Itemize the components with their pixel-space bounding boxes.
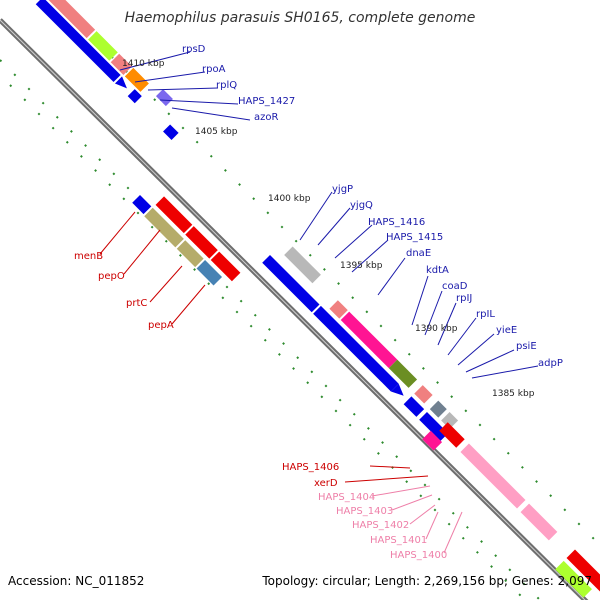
- dotted-ring-outer: [9, 0, 600, 600]
- gene-label: prtC: [126, 298, 147, 309]
- scale-label: 1410 kbp: [122, 59, 165, 69]
- feature-cluster-bottom: [422, 422, 600, 600]
- scale-labels: 1410 kbp 1405 kbp 1400 kbp 1395 kbp 1390…: [122, 59, 535, 399]
- gene-labels-middle: yjgP yjgQ HAPS_1416 HAPS_1415 dnaE kdtA …: [332, 184, 563, 369]
- gene-label: kdtA: [426, 265, 449, 276]
- gene-label: pepO: [98, 271, 125, 282]
- gene-label: HAPS_1402: [352, 520, 409, 531]
- gene-label: pepA: [148, 320, 174, 331]
- gene-labels-bottom-red: HAPS_1406 xerD: [282, 462, 339, 489]
- gene-label: rpoA: [202, 64, 226, 75]
- gene-label: HAPS_1406: [282, 462, 339, 473]
- scale-label: 1395 kbp: [340, 261, 383, 271]
- feature-cluster-right: [262, 246, 459, 441]
- gene-label: coaD: [442, 281, 468, 292]
- gene-label: adpP: [538, 358, 563, 369]
- leader-lines-left: [99, 211, 206, 325]
- gene-label: rplQ: [216, 80, 237, 91]
- dotted-ring-inner: [0, 59, 541, 600]
- gene-label: azoR: [254, 112, 278, 123]
- accession-label: Accession: NC_011852: [8, 574, 145, 588]
- scale-label: 1385 kbp: [492, 389, 535, 399]
- gene-labels-left: menB pepO prtC pepA: [74, 251, 174, 331]
- map-title: Haemophilus parasuis SH0165, complete ge…: [124, 10, 476, 26]
- gene-label: HAPS_1401: [370, 535, 427, 546]
- gene-label: HAPS_1404: [318, 492, 375, 503]
- gene-label: menB: [74, 251, 103, 262]
- gene-label: rpIJ: [456, 293, 472, 304]
- gene-label: HAPS_1403: [336, 506, 393, 517]
- gene-labels-upper: rpsD rpoA rplQ HAPS_1427 azoR: [182, 44, 295, 123]
- scale-label: 1405 kbp: [195, 127, 238, 137]
- leader-lines-upper: [119, 51, 251, 121]
- gene-label: HAPS_1416: [368, 217, 425, 228]
- leader-lines-bottom: [344, 465, 463, 554]
- gene-label: yieE: [496, 325, 517, 336]
- gene-label: HAPS_1427: [238, 96, 295, 107]
- gene-labels-bottom-pink: HAPS_1404 HAPS_1403 HAPS_1402 HAPS_1401 …: [318, 492, 447, 561]
- leader-lines-middle: [299, 191, 539, 379]
- genome-backbone: [0, 18, 589, 600]
- gene-label: psiE: [516, 341, 537, 352]
- gene-label: yjgP: [332, 184, 353, 195]
- gene-label: HAPS_1415: [386, 232, 443, 243]
- feature-cluster-left: [132, 195, 241, 286]
- gene-label: yjgQ: [350, 200, 373, 211]
- scale-label: 1390 kbp: [415, 324, 458, 334]
- gene-label: HAPS_1400: [390, 550, 447, 561]
- scale-label: 1400 kbp: [268, 194, 311, 204]
- gene-label: xerD: [314, 478, 338, 489]
- gene-label: rpIL: [476, 309, 495, 320]
- gene-label: dnaE: [406, 248, 431, 259]
- gene-label: rpsD: [182, 44, 206, 55]
- feature-cluster-top: [35, 0, 179, 141]
- topology-summary: Topology: circular; Length: 2,269,156 bp…: [262, 574, 592, 588]
